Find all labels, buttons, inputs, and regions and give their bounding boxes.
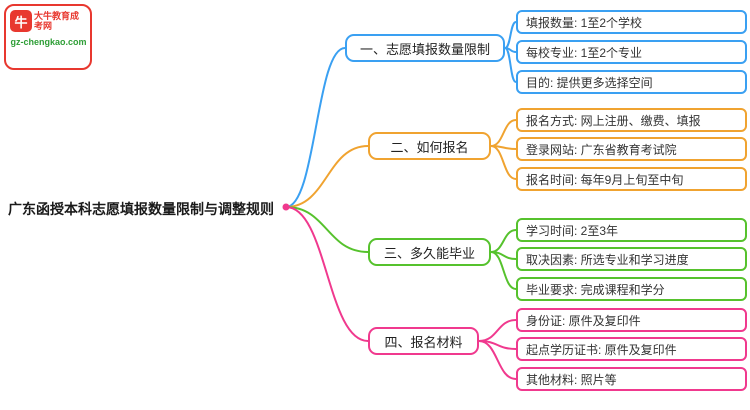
root-anchor-dot: [282, 203, 290, 211]
ox-seal-icon: 牛: [10, 10, 32, 32]
branch-registration-materials: 四、报名材料: [368, 327, 479, 355]
connector-root-branch-2: [285, 145, 369, 208]
root-topic: 广东函授本科志愿填报数量限制与调整规则: [8, 201, 274, 217]
connector-leaf: [490, 119, 517, 147]
logo-domain-text: gz-chengkao.com: [10, 37, 87, 47]
connector-leaf: [490, 251, 517, 290]
leaf-node: 起点学历证书: 原件及复印件: [516, 337, 747, 361]
leaf-node: 报名方式: 网上注册、缴费、填报: [516, 108, 747, 132]
connector-leaf: [478, 340, 517, 380]
connector-leaf: [478, 319, 517, 342]
leaf-node: 目的: 提供更多选择空间: [516, 70, 747, 94]
leaf-node: 学习时间: 2至3年: [516, 218, 747, 242]
leaf-node: 登录网站: 广东省教育考试院: [516, 137, 747, 161]
site-logo: 牛 大牛教育成考网 gz-chengkao.com: [4, 4, 92, 70]
connector-leaf: [504, 21, 517, 49]
leaf-node: 取决因素: 所选专业和学习进度: [516, 247, 747, 271]
logo-top-row: 牛 大牛教育成考网: [10, 10, 87, 32]
connector-leaf: [490, 229, 517, 253]
branch-quantity-limit: 一、志愿填报数量限制: [345, 34, 505, 62]
leaf-node: 其他材料: 照片等: [516, 367, 747, 391]
leaf-node: 填报数量: 1至2个学校: [516, 10, 747, 34]
connector-root-branch-4: [285, 206, 369, 342]
connector-root-branch-1: [285, 47, 346, 208]
logo-brand-text: 大牛教育成考网: [34, 10, 80, 31]
leaf-node: 每校专业: 1至2个专业: [516, 40, 747, 64]
connector-root-branch-3: [285, 206, 369, 253]
connector-leaf: [490, 145, 517, 180]
branch-graduation-time: 三、多久能毕业: [368, 238, 491, 266]
leaf-node: 报名时间: 每年9月上旬至中旬: [516, 167, 747, 191]
branch-how-to-register: 二、如何报名: [368, 132, 491, 160]
leaf-node: 毕业要求: 完成课程和学分: [516, 277, 747, 301]
leaf-node: 身份证: 原件及复印件: [516, 308, 747, 332]
connector-leaf: [504, 47, 517, 83]
